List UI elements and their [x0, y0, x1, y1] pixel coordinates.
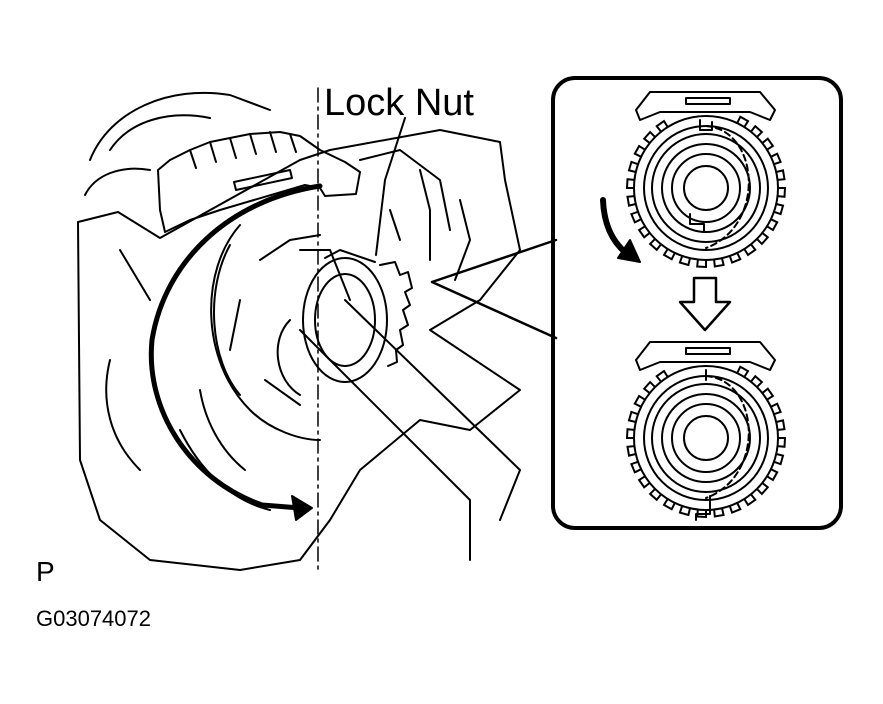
figure-id-label: G03074072	[36, 606, 151, 631]
gear-tooth	[756, 232, 770, 246]
gear-tooth	[736, 115, 750, 128]
lock-nut-label: Lock Nut	[324, 82, 474, 124]
gear-tooth	[775, 169, 786, 181]
gear-tooth	[766, 468, 779, 482]
gear-tooth	[637, 225, 651, 239]
gear-tooth	[630, 460, 642, 474]
gear-tooth	[678, 505, 691, 517]
gear-tooth	[627, 160, 639, 173]
down-arrow-icon	[678, 276, 732, 332]
gear-tooth	[736, 365, 750, 378]
gear-tooth	[626, 195, 637, 207]
lock-nut-leader	[375, 117, 406, 256]
inset-rotation-arrowhead	[617, 239, 641, 263]
inset-top-assembly	[633, 91, 779, 261]
gear-tooth	[756, 482, 770, 496]
inset-panel	[551, 76, 843, 530]
gear-tooth	[625, 178, 635, 189]
gear-tooth	[625, 428, 635, 439]
gear-tooth	[648, 238, 662, 252]
gear-tooth	[662, 498, 676, 511]
view-code-label: P	[36, 556, 55, 587]
gear-tooth	[637, 475, 651, 489]
gear-tooth	[662, 248, 676, 261]
gear-tooth	[633, 144, 646, 158]
gear-tooth	[750, 374, 764, 388]
gear-tooth	[770, 402, 782, 416]
gear-tooth	[743, 493, 757, 507]
gear-tooth	[761, 387, 775, 401]
gear-tooth	[655, 119, 669, 133]
gear-tooth	[713, 507, 725, 518]
gear-tooth	[630, 210, 642, 224]
steering-shaft	[276, 299, 521, 561]
gear-tooth	[678, 255, 691, 267]
gear-tooth	[777, 187, 787, 198]
gear-tooth	[728, 502, 742, 514]
gear-tooth	[648, 488, 662, 502]
gear-tooth	[761, 137, 775, 151]
gear-tooth	[773, 453, 785, 466]
inset-teeth	[625, 115, 787, 519]
gear-tooth	[626, 445, 637, 457]
gear-tooth	[728, 252, 742, 264]
gear-tooth	[642, 130, 656, 144]
column-housing	[77, 91, 521, 571]
gear-tooth	[743, 243, 757, 257]
gear-tooth	[642, 380, 656, 394]
gear-tooth	[766, 218, 779, 232]
inset-bottom-assembly	[633, 341, 779, 521]
gear-tooth	[627, 410, 639, 423]
gear-tooth	[770, 152, 782, 166]
gear-tooth	[777, 437, 787, 448]
gear-tooth	[696, 259, 707, 269]
rotation-arrowhead	[291, 495, 313, 521]
gear-tooth	[773, 203, 785, 216]
rotation-path	[148, 183, 323, 511]
gear-tooth	[713, 257, 725, 268]
gear-tooth	[775, 419, 786, 431]
gear-tooth	[633, 394, 646, 408]
clock-spring-ring	[210, 224, 321, 441]
lock-nut-ring	[302, 249, 413, 383]
gear-tooth	[696, 509, 707, 519]
toothed-cover	[157, 131, 361, 233]
callout-wedge	[430, 238, 558, 340]
gear-tooth	[750, 124, 764, 138]
gear-tooth	[655, 369, 669, 383]
